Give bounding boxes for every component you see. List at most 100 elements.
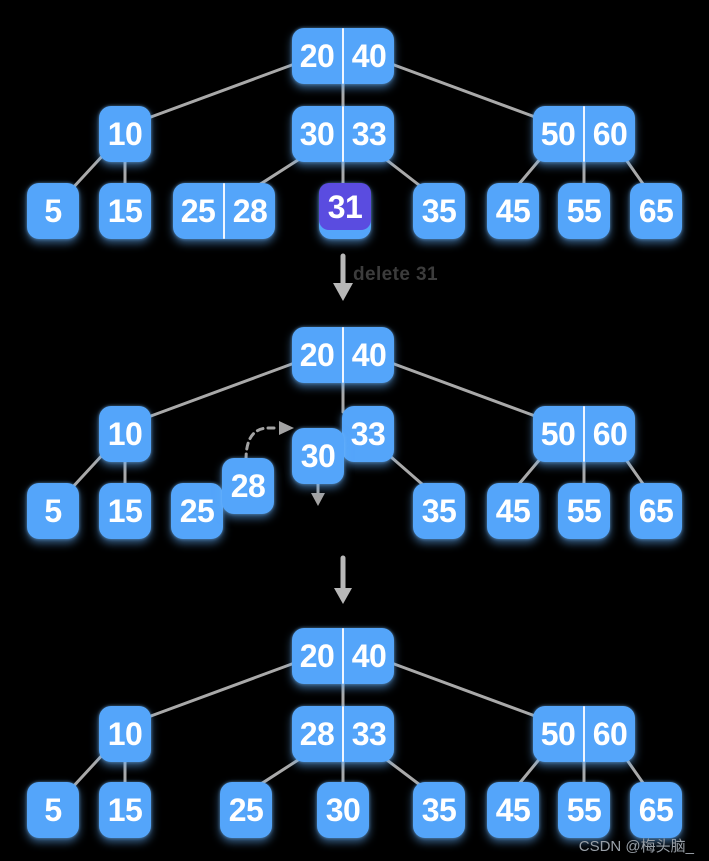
tree-node-35: 35	[413, 483, 465, 539]
node-key: 10	[107, 716, 143, 752]
node-key: 28	[230, 468, 266, 504]
node-key: 30	[299, 116, 335, 152]
node-key: 20	[299, 38, 335, 74]
tree-node-30: 30	[317, 782, 369, 838]
node-key: 15	[107, 792, 143, 828]
node-key: 35	[421, 493, 457, 529]
node-key: 5	[44, 493, 62, 529]
highlighted-key-cover: 31	[319, 183, 371, 230]
node-key: 65	[638, 792, 674, 828]
node-key: 40	[351, 337, 387, 373]
drop-hint-arrow-head-icon	[311, 493, 325, 506]
tree-node-10: 10	[99, 406, 151, 462]
node-key: 45	[495, 493, 531, 529]
tree-edge	[384, 60, 548, 123]
node-key-divider	[583, 706, 585, 762]
node-key: 28	[299, 716, 335, 752]
tree-node-55: 55	[558, 183, 610, 239]
tree-edge	[138, 659, 302, 722]
node-key: 25	[179, 493, 215, 529]
node-key-divider	[342, 106, 344, 162]
tree-node-65: 65	[630, 782, 682, 838]
tree-node-31: 31	[319, 183, 371, 239]
node-key-divider	[583, 406, 585, 462]
tree-node-10: 10	[99, 706, 151, 762]
tree-edge	[68, 749, 108, 792]
tree-node-50-60: 50 60	[533, 706, 635, 762]
node-key: 10	[107, 116, 143, 152]
tree-edge	[68, 449, 108, 492]
node-key-divider	[342, 28, 344, 84]
node-key: 55	[566, 193, 602, 229]
tree-node-28-33: 28 33	[292, 706, 394, 762]
tree-node-35: 35	[413, 183, 465, 239]
node-key: 25	[180, 193, 216, 229]
tree-edge	[68, 150, 108, 193]
tree-node-65: 65	[630, 483, 682, 539]
node-key: 28	[232, 193, 268, 229]
tree-node-30: 30	[292, 428, 344, 484]
node-key: 33	[350, 416, 386, 452]
node-key: 30	[325, 792, 361, 828]
tree-node-50-60: 50 60	[533, 106, 635, 162]
node-key-divider	[223, 183, 225, 239]
tree-edge	[138, 359, 302, 422]
node-key: 40	[351, 38, 387, 74]
tree-node-15: 15	[99, 483, 151, 539]
node-key: 50	[540, 416, 576, 452]
tree-node-45: 45	[487, 483, 539, 539]
dashed-move-arrow-head-icon	[279, 421, 294, 435]
tree-edge	[384, 359, 548, 422]
tree-node-28: 28	[222, 458, 274, 514]
node-key: 50	[540, 116, 576, 152]
tree-node-55: 55	[558, 782, 610, 838]
tree-node-33: 33	[342, 406, 394, 462]
node-key: 15	[107, 193, 143, 229]
node-key: 5	[44, 193, 62, 229]
tree-node-5: 5	[27, 782, 79, 838]
tree-node-25: 25	[171, 483, 223, 539]
delete-operation-label: delete 31	[353, 264, 438, 285]
tree-node-50-60: 50 60	[533, 406, 635, 462]
watermark-text: CSDN @梅头脑_	[578, 838, 694, 855]
node-key: 45	[495, 792, 531, 828]
node-key: 60	[592, 716, 628, 752]
node-key: 50	[540, 716, 576, 752]
node-key: 40	[351, 638, 387, 674]
tree-node-15: 15	[99, 782, 151, 838]
node-key: 60	[592, 416, 628, 452]
tree-node-5: 5	[27, 183, 79, 239]
tree-node-5: 5	[27, 483, 79, 539]
node-key: 33	[351, 716, 387, 752]
node-key-divider	[342, 628, 344, 684]
node-key: 31	[327, 188, 363, 225]
tree-node-15: 15	[99, 183, 151, 239]
arrow-step2-to-step3-head-icon	[334, 588, 352, 604]
node-key-divider	[342, 327, 344, 383]
node-key: 10	[107, 416, 143, 452]
tree-node-25: 25	[220, 782, 272, 838]
node-key: 5	[44, 792, 62, 828]
tree-edge	[138, 60, 302, 123]
node-key: 55	[566, 493, 602, 529]
tree-node-55: 55	[558, 483, 610, 539]
tree-node-65: 65	[630, 183, 682, 239]
node-key-divider	[583, 106, 585, 162]
node-key: 65	[638, 493, 674, 529]
node-key: 60	[592, 116, 628, 152]
tree-node-10: 10	[99, 106, 151, 162]
tree-node-35: 35	[413, 782, 465, 838]
node-key: 45	[495, 193, 531, 229]
node-key: 30	[300, 438, 336, 474]
tree-node-45: 45	[487, 782, 539, 838]
node-key: 55	[566, 792, 602, 828]
node-key: 35	[421, 792, 457, 828]
arrow-step1-to-step2-head-icon	[333, 283, 353, 301]
tree-node-25-28: 25 28	[173, 183, 275, 239]
